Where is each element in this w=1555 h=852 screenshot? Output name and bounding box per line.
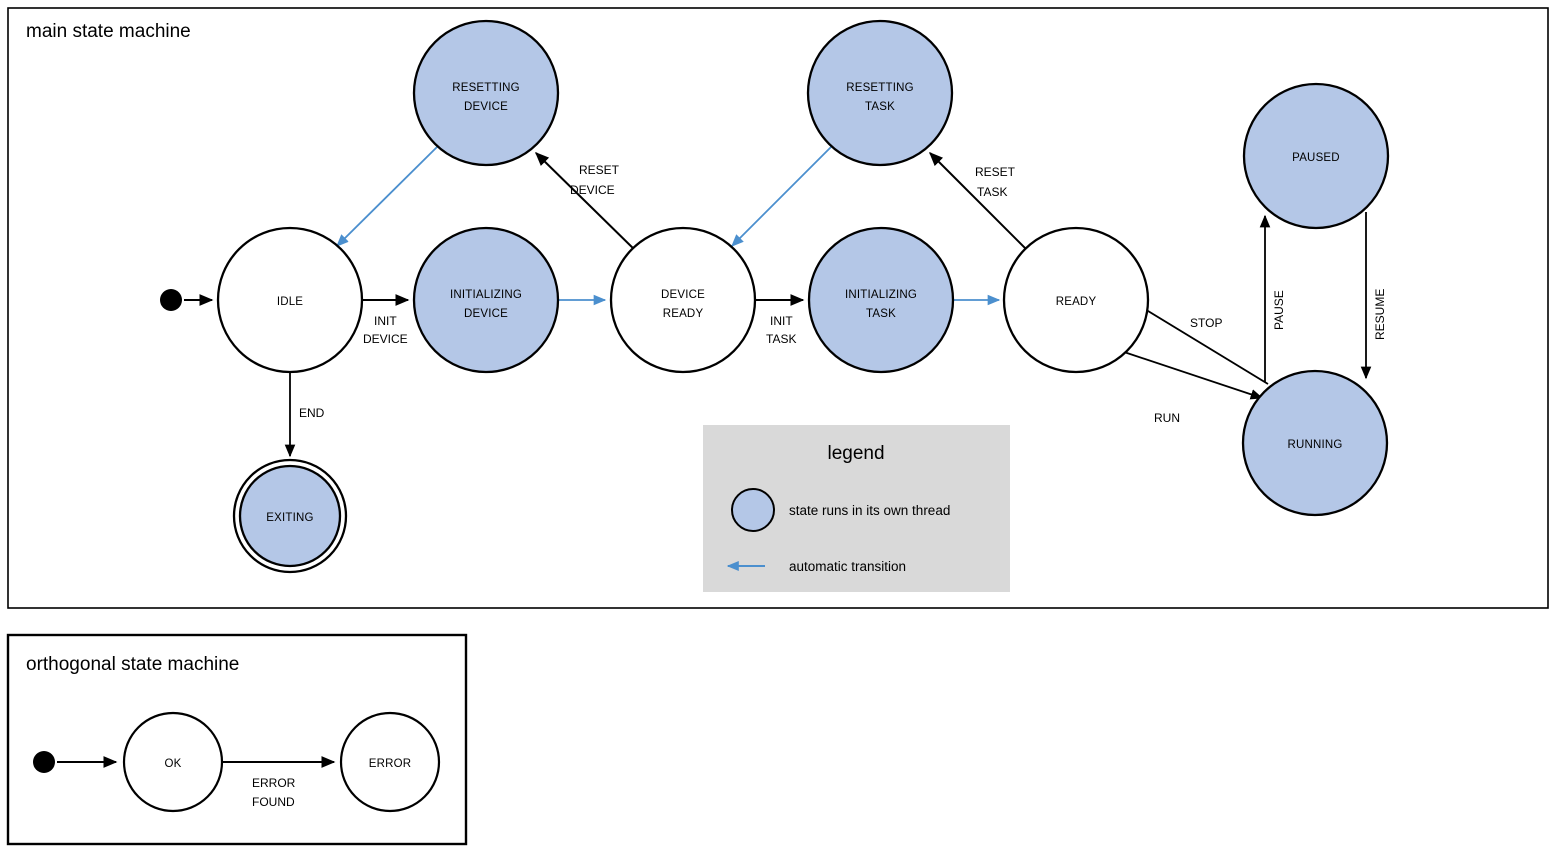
state-running-label: RUNNING bbox=[1287, 439, 1342, 451]
transition-ready-to-running bbox=[1123, 351, 1264, 400]
state-running-shape bbox=[1241, 369, 1389, 517]
edge-label-pause: PAUSE bbox=[1272, 290, 1286, 330]
state-exiting[interactable]: EXITING bbox=[232, 458, 348, 574]
orthogonal-initial-state-marker bbox=[33, 751, 55, 773]
edge-label-reset-task-line1: RESET bbox=[975, 165, 1016, 179]
state-resetting-task-shape bbox=[806, 19, 954, 167]
orthogonal-frame-title: orthogonal state machine bbox=[26, 654, 239, 675]
state-device-ready-label-line1: DEVICE bbox=[661, 289, 705, 301]
state-idle[interactable]: IDLE bbox=[216, 226, 364, 374]
legend: legend state runs in its own thread auto… bbox=[703, 425, 1010, 592]
legend-thread-state-swatch-icon bbox=[731, 488, 775, 532]
edge-label-init-task-line1: INIT bbox=[770, 314, 793, 328]
edge-label-run: RUN bbox=[1154, 411, 1180, 425]
edge-label-error-found-line1: ERROR bbox=[252, 776, 296, 790]
state-paused[interactable]: PAUSED bbox=[1242, 82, 1390, 230]
edge-label-init-task-line2: TASK bbox=[766, 332, 796, 346]
main-frame-title: main state machine bbox=[26, 21, 191, 42]
state-device-ready[interactable]: DEVICE READY bbox=[609, 226, 757, 374]
state-resetting-device-label-line1: RESETTING bbox=[452, 82, 520, 94]
state-ready-shape bbox=[1002, 226, 1150, 374]
state-error-shape bbox=[339, 711, 441, 813]
main-transitions-layer: INIT DEVICE RESET DEVICE INIT TASK RESET… bbox=[184, 146, 1387, 458]
transition-resetting-device-to-idle bbox=[336, 146, 438, 247]
state-initializing-device-label-line2: DEVICE bbox=[464, 308, 508, 320]
edge-label-error-found-line2: FOUND bbox=[252, 795, 295, 809]
state-ok[interactable]: OK bbox=[122, 711, 224, 813]
transition-resetting-task-to-device-ready bbox=[731, 146, 832, 247]
legend-auto-transition-text: automatic transition bbox=[789, 559, 906, 574]
state-running[interactable]: RUNNING bbox=[1241, 369, 1389, 517]
state-paused-shape bbox=[1242, 82, 1390, 230]
state-idle-shape bbox=[216, 226, 364, 374]
state-initializing-device-label-line1: INITIALIZING bbox=[450, 289, 522, 301]
state-initializing-task-shape bbox=[807, 226, 955, 374]
state-ready[interactable]: READY bbox=[1002, 226, 1150, 374]
state-exiting-shape bbox=[238, 464, 342, 568]
state-error-label: ERROR bbox=[369, 758, 412, 770]
state-initializing-device[interactable]: INITIALIZING DEVICE bbox=[412, 226, 560, 374]
edge-label-init-device-line2: DEVICE bbox=[363, 332, 408, 346]
state-resetting-task-label-line2: TASK bbox=[865, 101, 895, 113]
state-initializing-device-shape bbox=[412, 226, 560, 374]
state-resetting-device-shape bbox=[412, 19, 560, 167]
legend-thread-state-text: state runs in its own thread bbox=[789, 503, 950, 518]
edge-label-resume: RESUME bbox=[1373, 289, 1387, 340]
edge-label-end: END bbox=[299, 406, 325, 420]
edge-label-reset-device-line2: DEVICE bbox=[570, 183, 615, 197]
state-initializing-task-label-line1: INITIALIZING bbox=[845, 289, 917, 301]
state-initializing-task-label-line2: TASK bbox=[866, 308, 896, 320]
transition-running-to-ready bbox=[1128, 299, 1269, 385]
state-idle-label: IDLE bbox=[277, 296, 303, 308]
state-paused-label: PAUSED bbox=[1292, 152, 1340, 164]
state-resetting-device-label-line2: DEVICE bbox=[464, 101, 508, 113]
state-ok-label: OK bbox=[164, 758, 181, 770]
edge-label-reset-device-line1: RESET bbox=[579, 163, 620, 177]
initial-state-marker bbox=[160, 289, 182, 311]
state-error[interactable]: ERROR bbox=[339, 711, 441, 813]
orthogonal-state-machine-frame: orthogonal state machine OK ERROR FOUND … bbox=[6, 633, 468, 846]
edge-label-reset-task-line2: TASK bbox=[977, 185, 1007, 199]
state-device-ready-shape bbox=[609, 226, 757, 374]
state-resetting-device[interactable]: RESETTING DEVICE bbox=[412, 19, 560, 167]
state-initializing-task[interactable]: INITIALIZING TASK bbox=[807, 226, 955, 374]
transition-ready-to-resetting-task bbox=[929, 152, 1031, 254]
edge-label-stop: STOP bbox=[1190, 316, 1222, 330]
state-ready-label: READY bbox=[1056, 296, 1097, 308]
state-resetting-task-label-line1: RESETTING bbox=[846, 82, 914, 94]
state-device-ready-label-line2: READY bbox=[663, 308, 704, 320]
edge-label-init-device-line1: INIT bbox=[374, 314, 397, 328]
state-resetting-task[interactable]: RESETTING TASK bbox=[806, 19, 954, 167]
state-exiting-label: EXITING bbox=[266, 512, 313, 524]
main-states-layer: RESETTING DEVICE RESETTING TASK PAUSED I… bbox=[160, 19, 1390, 574]
transition-device-ready-to-resetting-device bbox=[535, 152, 639, 254]
legend-title: legend bbox=[827, 443, 884, 464]
